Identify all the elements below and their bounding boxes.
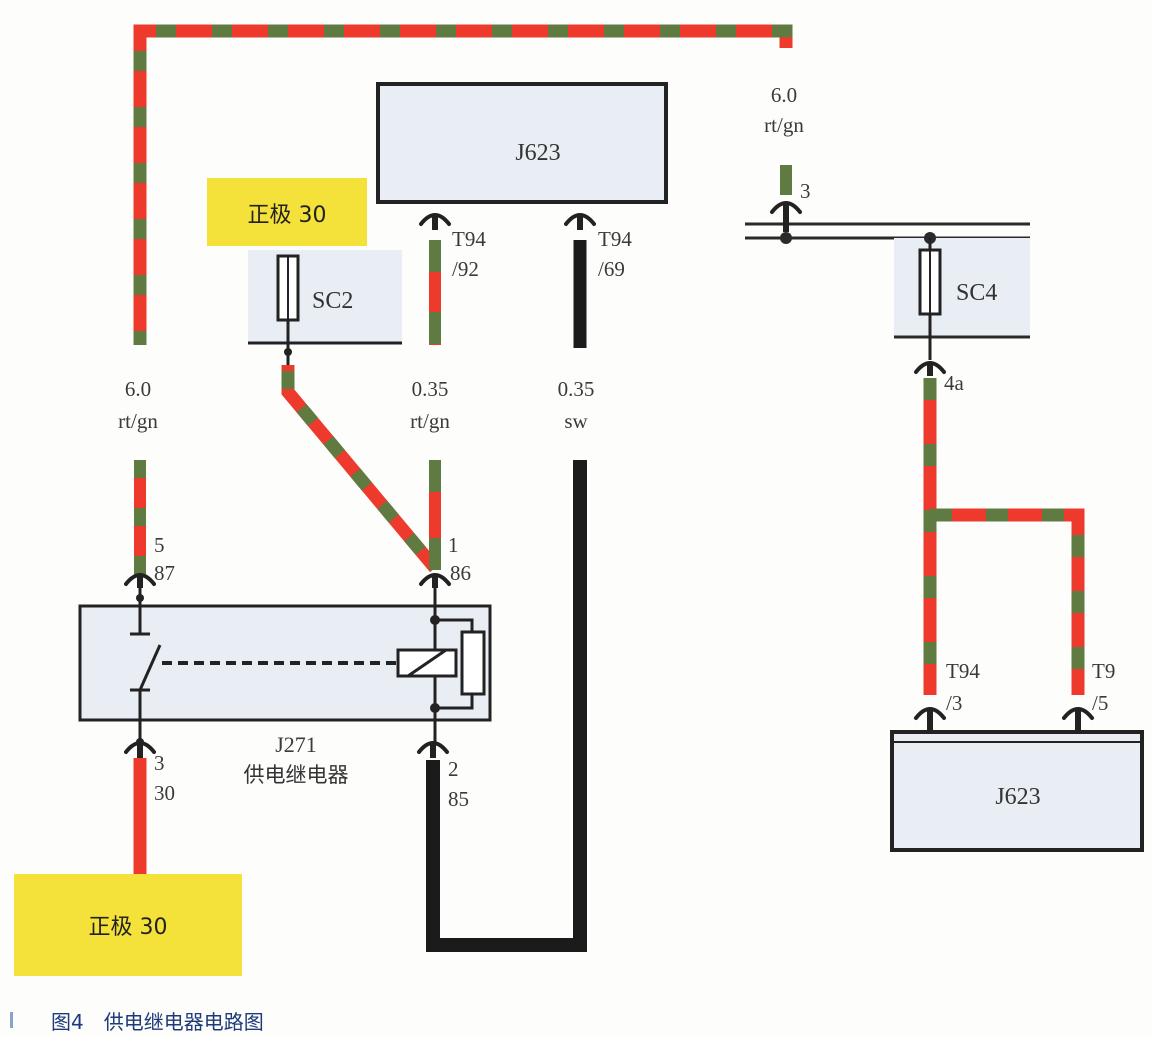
pin-relay-30: 30 [154,781,175,805]
positive-terminal-top: 正极 30 [207,178,367,246]
pin-t94-92: T94 [452,227,486,251]
pin-t94-92-no: /92 [452,257,479,281]
pin-sc4-out: 4a [944,371,965,395]
bus-sc4 [745,222,1030,339]
relay-j271: J271 供电继电器 [78,588,492,787]
positive-terminal-bottom-label: 正极 30 [89,915,168,940]
fuse-sc2-label: SC2 [312,288,353,314]
wire-main-6.0-rtgn [133,24,793,345]
fuse-sc4: SC4 [918,238,997,360]
pin-relay-30-pos: 3 [154,751,165,775]
wire-87-color: rt/gn [118,409,158,433]
ecu-j623-top-label: J623 [515,140,560,166]
fuse-sc2: SC2 [248,250,402,365]
pin-relay-86-pos: 1 [448,533,459,557]
pin-ecu2-t94: T94 [946,659,980,683]
figure-caption: 图4 供电继电器电路图 [51,1009,264,1034]
figure-caption-row: 图4 供电继电器电路图 [0,1006,264,1034]
relay-id-label: J271 [275,732,317,757]
wire-sc4-size: 6.0 [771,83,797,107]
wire-sc2-to-86 [281,365,440,573]
wire-86-size: 0.35 [412,377,449,401]
pin-relay-87-pos: 5 [154,533,165,557]
wire-sc4-color: rt/gn [764,113,804,137]
wire-sc4-to-ecu [923,378,1085,695]
pin-ecu2-t9-no: /5 [1092,691,1108,715]
ecu-j623-top: J623 [376,82,668,204]
fuse-sc4-label: SC4 [956,280,997,306]
relay-name-label: 供电继电器 [244,763,349,787]
positive-terminal-bottom: 正极 30 [14,874,242,976]
ecu-j623-bottom: J623 [890,730,1144,852]
wire-85-size: 0.35 [558,377,595,401]
positive-terminal-top-label: 正极 30 [248,203,327,228]
caption-marker-icon [10,1012,13,1028]
wire-t94-69-black [426,240,587,952]
pin-ecu2-t9: T9 [1092,659,1115,683]
pin-ecu2-t94-no: /3 [946,691,962,715]
pin-t94-69: T94 [598,227,632,251]
ecu-j623-bottom-label: J623 [995,784,1040,810]
pin-relay-85-pos: 2 [448,757,459,781]
pin-sc4-in: 3 [800,179,811,203]
pin-t94-69-no: /69 [598,257,625,281]
wire-87-size: 6.0 [125,377,151,401]
wire-86-color: rt/gn [410,409,450,433]
wire-85-color: sw [564,409,588,433]
pin-relay-87: 87 [154,561,175,585]
pin-relay-85: 85 [448,787,469,811]
pin-relay-86: 86 [450,561,471,585]
